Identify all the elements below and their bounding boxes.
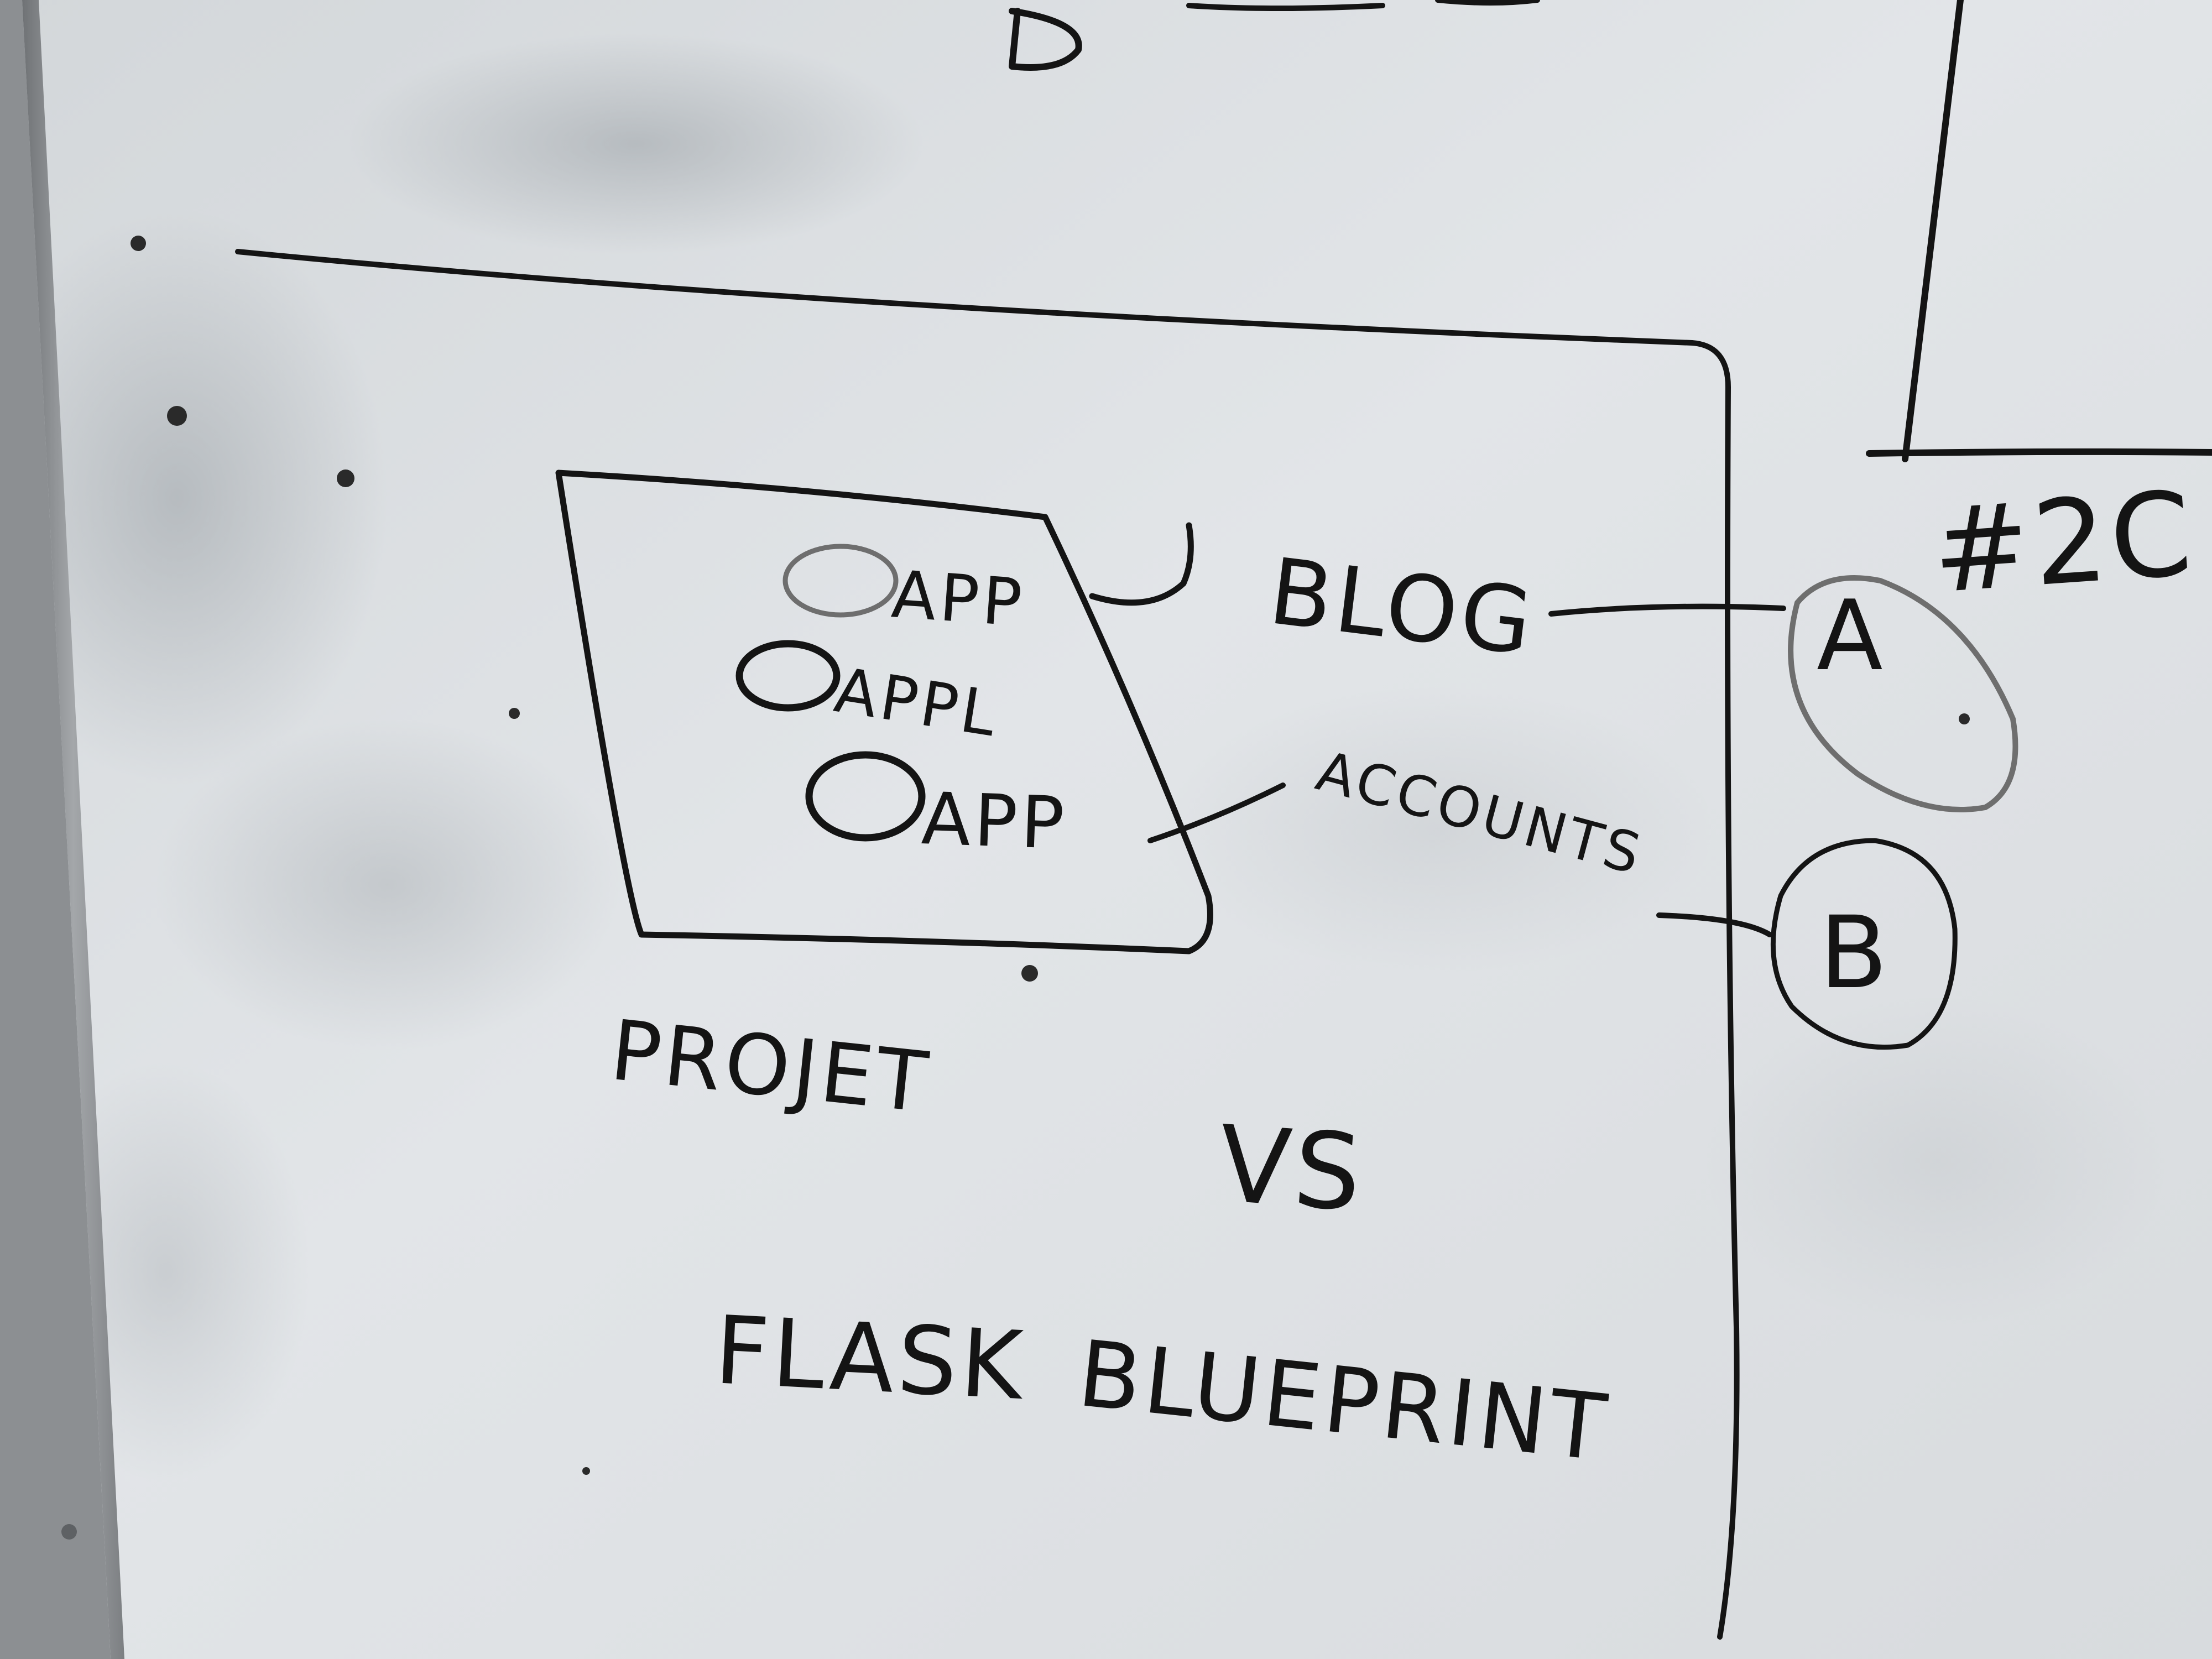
- panel-border-line: [235, 249, 1740, 1640]
- app-circles: [735, 544, 926, 842]
- node-b-label: B: [1819, 895, 1891, 1011]
- app-circle-3: [805, 751, 926, 842]
- board-frame: [0, 0, 124, 1659]
- connector-app1-blog: [1089, 522, 1194, 606]
- app-label-1: APP: [889, 556, 1027, 641]
- connector-blog-a: [1548, 603, 1786, 617]
- eraser-smudges: [0, 33, 2168, 1482]
- right-section-lines: [1866, 0, 2212, 462]
- top-partial-word: [1009, 0, 1540, 71]
- connector-accounts-b: [1656, 912, 1772, 937]
- flask-label: FLASK: [712, 1296, 1029, 1421]
- app-circle-1: [782, 544, 899, 618]
- ink-specks: [131, 236, 1970, 1475]
- app-circle-2: [735, 640, 841, 712]
- node-a-label: A: [1817, 580, 1886, 692]
- apps-box: [555, 469, 1213, 954]
- right-partial-label: #2C: [1928, 466, 2199, 619]
- connector-app3-accounts: [1147, 782, 1286, 843]
- node-a: A: [1788, 575, 2018, 812]
- vs-label: VS: [1215, 1103, 1368, 1235]
- node-b: B: [1770, 838, 1958, 1050]
- app-label-3: APP: [920, 776, 1069, 865]
